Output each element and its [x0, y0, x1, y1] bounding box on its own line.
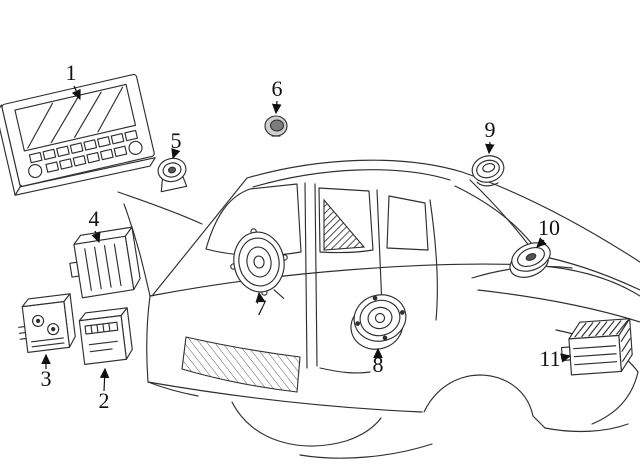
callout-4-label: 4 — [89, 206, 100, 231]
callout-4: 4 — [89, 206, 101, 244]
amplifier-icon — [560, 318, 633, 376]
callout-10: 10 — [536, 215, 560, 248]
dash-speaker-icon — [157, 157, 188, 193]
callout-5: 5 — [171, 128, 182, 160]
callout-2-leader — [99, 367, 110, 392]
callout-8: 8 — [373, 347, 384, 377]
package-shelf-speaker-icon — [509, 242, 551, 278]
callout-4-leader — [91, 230, 101, 244]
connector-module-icon — [18, 293, 76, 353]
callout-7-label: 7 — [256, 295, 267, 320]
callout-11: 11 — [539, 346, 572, 371]
callout-2-label: 2 — [99, 388, 110, 413]
dash-tweeter-icon — [264, 115, 288, 137]
callout-9-label: 9 — [485, 117, 496, 142]
callout-5-label: 5 — [171, 128, 182, 153]
callout-5-leader — [171, 147, 181, 160]
callout-6-leader — [271, 100, 282, 115]
callout-9: 9 — [485, 117, 496, 155]
car-body-wireframe — [117, 159, 640, 459]
callout-7-leader — [255, 291, 266, 303]
control-module-icon — [78, 307, 133, 365]
rear-door-speaker-icon — [350, 294, 407, 350]
callout-1-label: 1 — [66, 60, 77, 85]
callout-6-label: 6 — [272, 76, 283, 101]
rear-tweeter-icon — [471, 155, 505, 187]
callout-9-leader — [485, 141, 495, 155]
callout-10-leader — [536, 237, 547, 248]
callout-7: 7 — [255, 291, 267, 320]
front-door-speaker-icon — [230, 228, 288, 299]
callout-3: 3 — [41, 353, 52, 391]
callout-11-leader — [560, 353, 572, 363]
callout-1-leader — [71, 85, 81, 101]
module-with-bracket-icon — [69, 226, 141, 299]
callout-3-label: 3 — [41, 366, 52, 391]
callout-6: 6 — [271, 76, 283, 115]
callout-1: 1 — [66, 60, 81, 101]
callout-11-label: 11 — [539, 346, 560, 371]
callout-8-label: 8 — [373, 352, 384, 377]
callout-10-label: 10 — [538, 215, 560, 240]
callout-2: 2 — [99, 367, 110, 413]
radio-head-unit-icon — [0, 73, 156, 196]
